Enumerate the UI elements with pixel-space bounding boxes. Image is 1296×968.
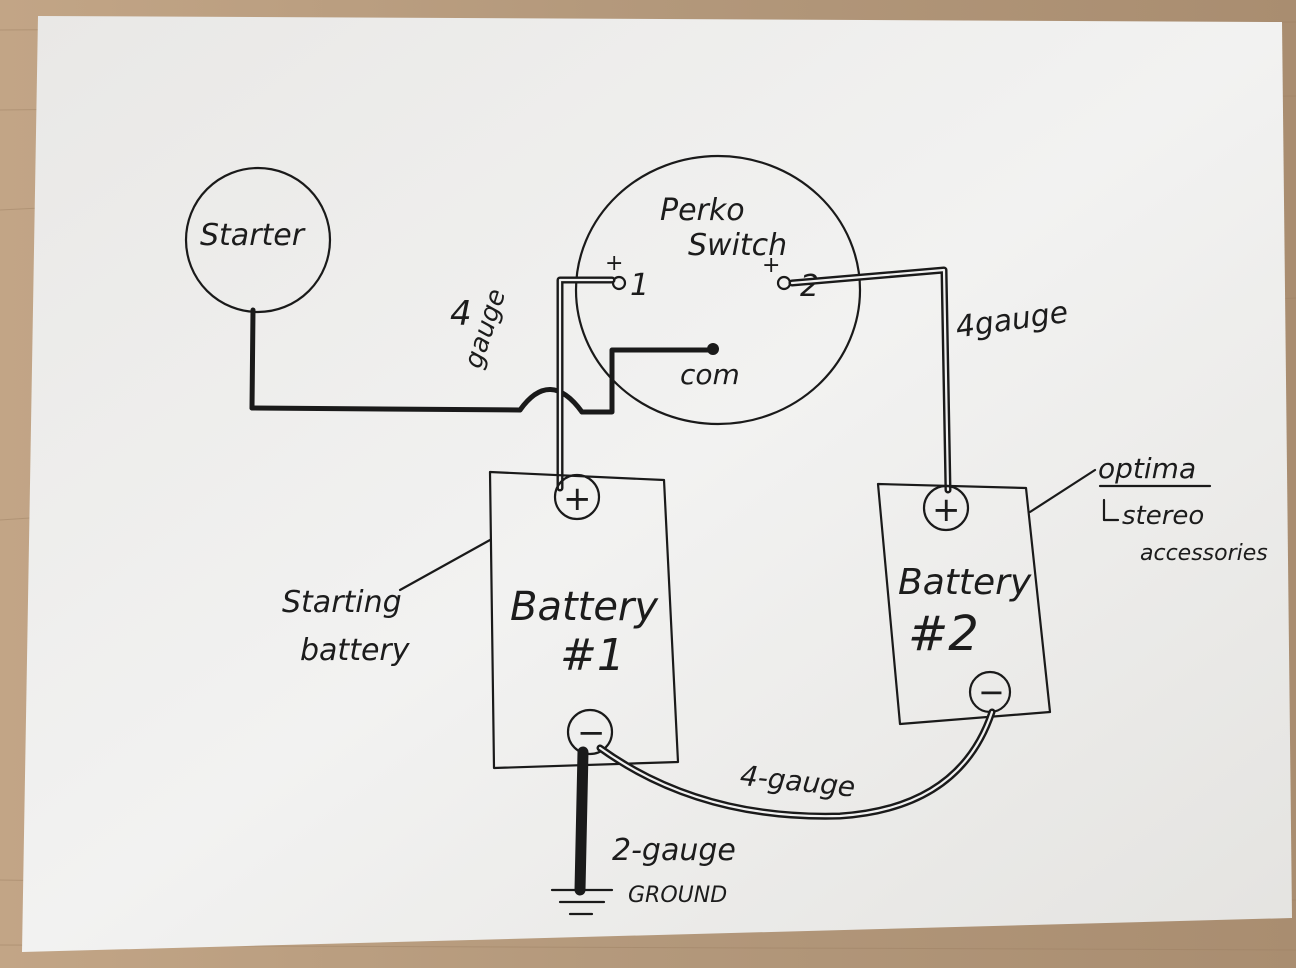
perko-switch-circle <box>574 154 862 426</box>
starter-label: Starter <box>200 218 306 253</box>
common-label: com <box>680 358 740 391</box>
optima-pointer <box>1028 468 1097 514</box>
battery2-minus-sign: − <box>978 673 1005 711</box>
terminal-2-plus: + <box>762 253 780 278</box>
battery1-negative-terminal <box>566 708 614 756</box>
starting-battery-line1: Starting <box>282 585 402 620</box>
battery2-positive-terminal <box>922 484 970 532</box>
battery1-label-line2: #1 <box>560 630 625 681</box>
optima-line1: optima <box>1098 452 1196 485</box>
terminal-1-label: 1 <box>630 268 649 303</box>
ground-gauge-label: 2-gauge <box>612 833 736 868</box>
perko-label-line1: Perko <box>660 193 745 228</box>
negative-link-inner <box>598 710 994 818</box>
battery2-plus-sign: + <box>932 490 961 530</box>
battery2-box <box>876 482 1052 726</box>
starting-battery-pointer <box>398 538 492 592</box>
cable-terminal1-inner <box>558 278 614 490</box>
terminal-1-plus: + <box>605 251 623 276</box>
terminal-2-label: 2 <box>800 269 819 304</box>
cable-hop-over <box>517 387 585 415</box>
common-cable <box>579 347 711 415</box>
ground-cable <box>574 746 589 896</box>
starter-circle <box>184 166 332 314</box>
optima-line2: stereo <box>1122 501 1204 531</box>
battery1-box <box>488 470 680 770</box>
gauge-left-number: 4 <box>450 294 472 334</box>
battery1-positive-terminal <box>553 473 601 521</box>
ground-label: GROUND <box>628 883 727 908</box>
battery1-plus-sign: + <box>563 479 592 519</box>
starting-battery-line2: battery <box>300 633 411 668</box>
battery1-label-line1: Battery <box>510 584 659 630</box>
battery2-label-line2: #2 <box>908 606 979 662</box>
common-terminal <box>707 343 719 355</box>
starter-lead <box>249 307 256 411</box>
starter-to-common-cable <box>249 405 523 413</box>
cable-terminal2-inner <box>790 268 950 492</box>
optima-arrow <box>1102 498 1120 522</box>
perko-label-line2: Switch <box>688 228 787 263</box>
optima-line3: accessories <box>1140 541 1268 566</box>
battery2-label-line1: Battery <box>898 562 1032 603</box>
